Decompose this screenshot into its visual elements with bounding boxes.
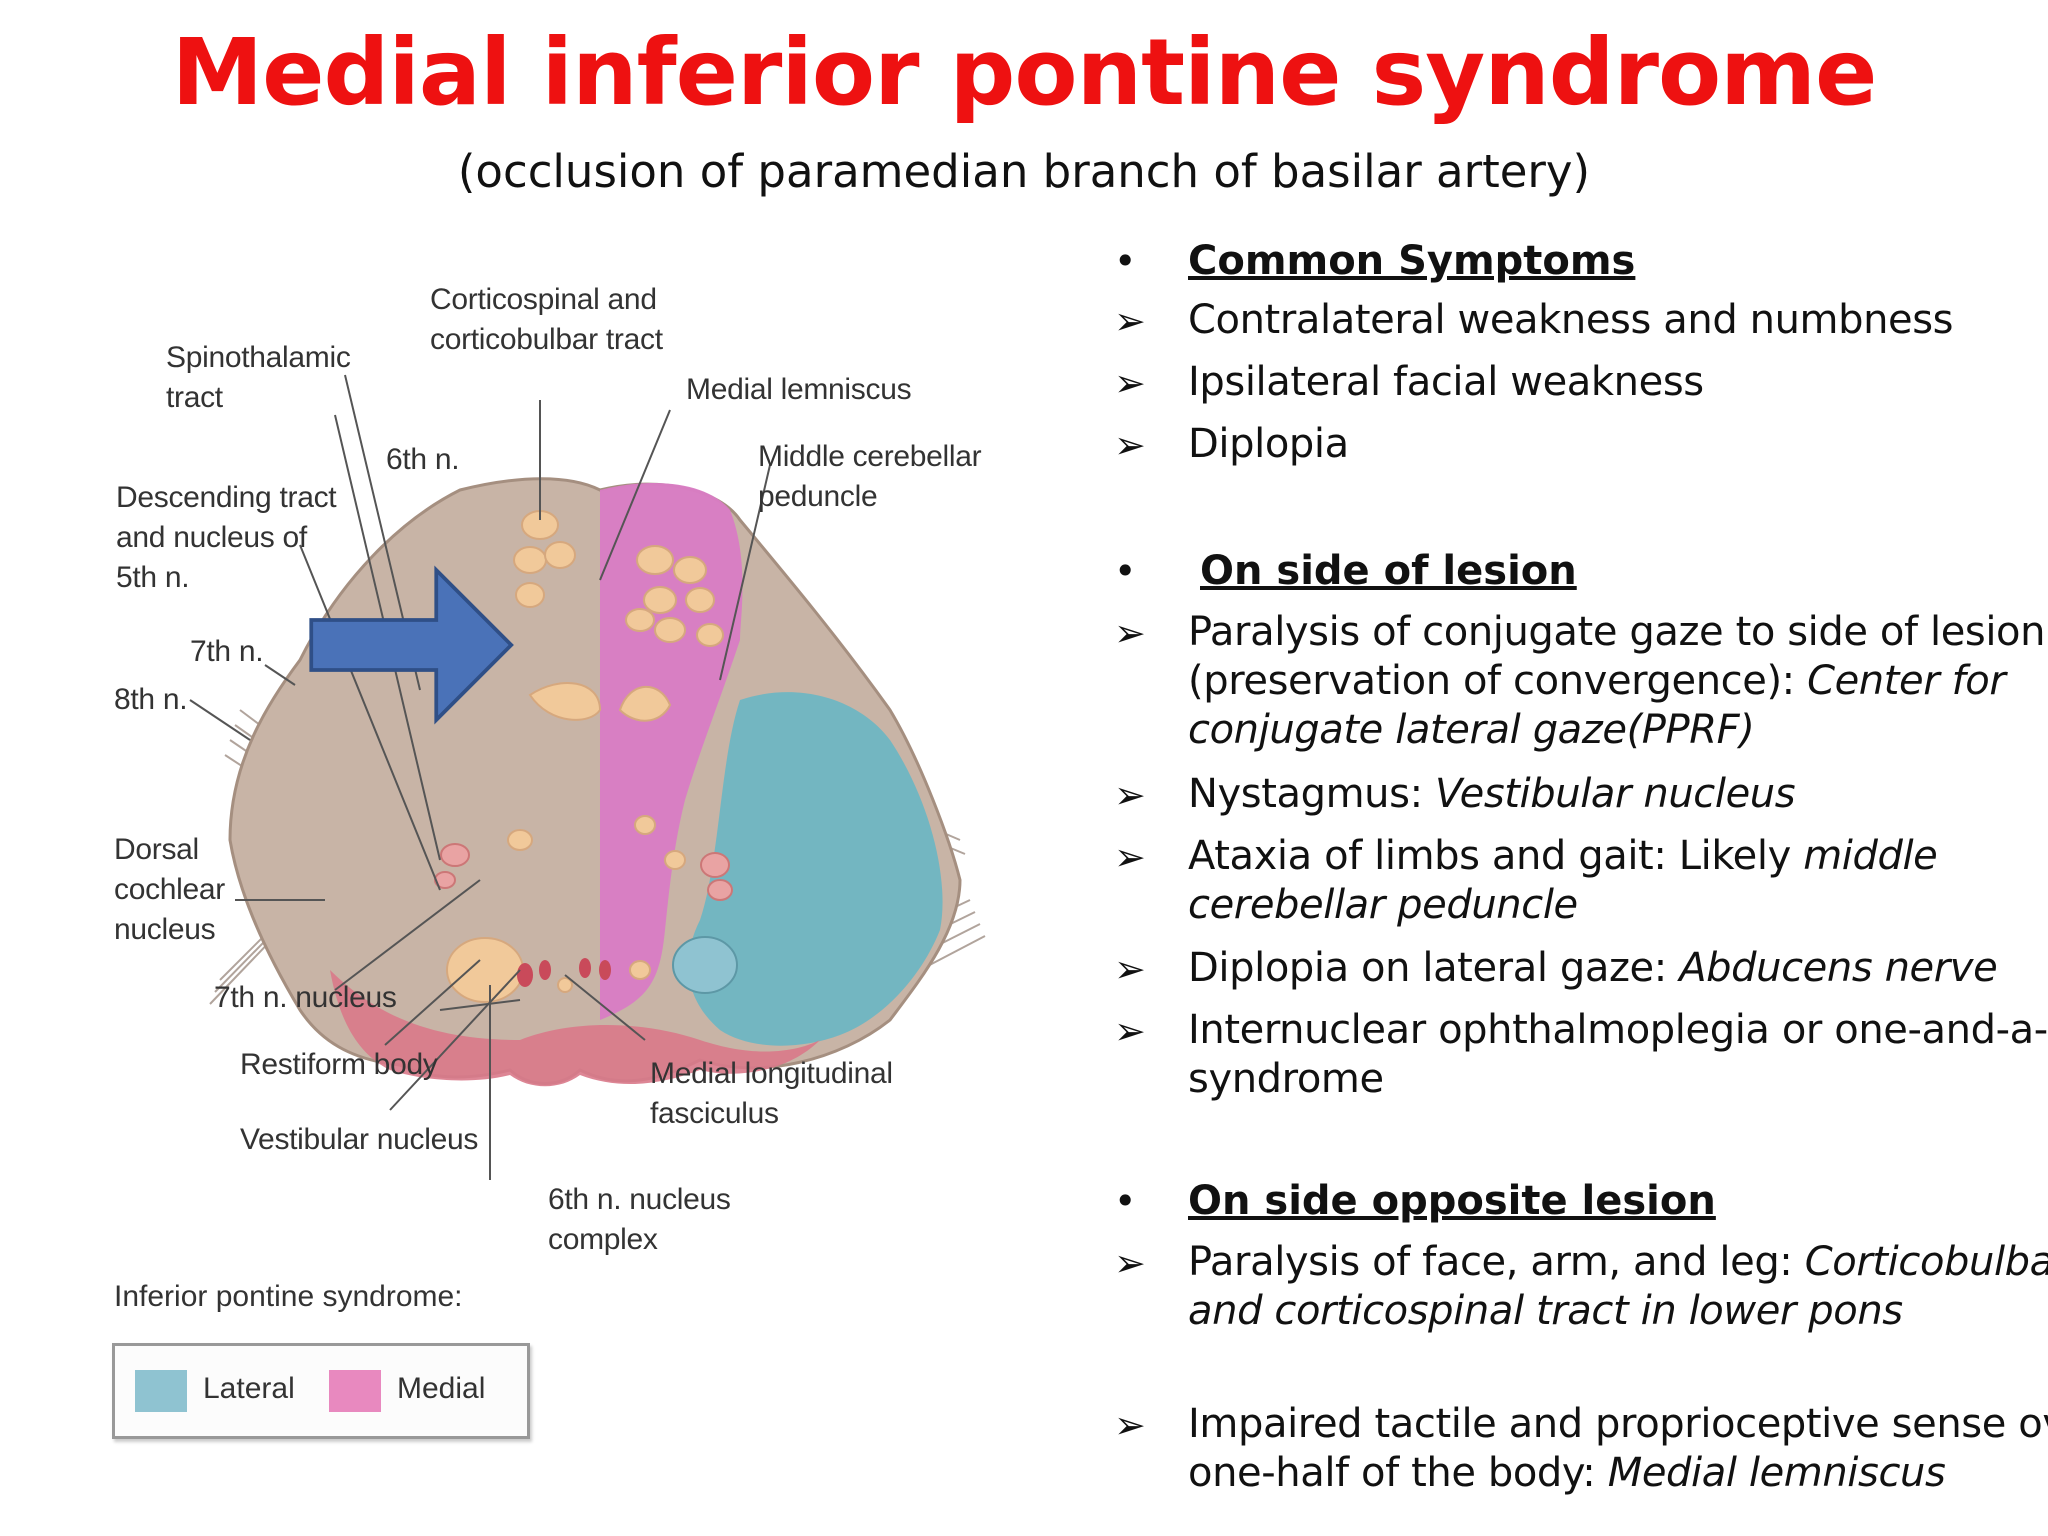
label-vestibular-nucleus: Vestibular nucleus [240, 1123, 479, 1156]
bullet-icon: • [1114, 239, 1137, 283]
legend-label-medial: Medial [397, 1372, 486, 1405]
label-8th-nerve: 8th n. [114, 683, 188, 716]
label-descending-tract-5th: Descending tract and nucleus of 5th n. [116, 481, 337, 594]
label-6th-nerve: 6th n. [386, 443, 460, 476]
arrow-bullet-icon: ➢ [1114, 423, 1146, 467]
label-middle-cerebellar-peduncle: Middle cerebellar peduncle [758, 440, 982, 513]
label-corticospinal-tract: Corticospinal and corticobulbar tract [430, 283, 663, 356]
label-medial-longitudinal-fasciculus: Medial longitudinal fasciculus [650, 1057, 893, 1130]
item-text: Paralysis of face, arm, and leg: Cortico… [1188, 1239, 2048, 1334]
legend-swatch-medial [329, 1370, 381, 1412]
section-heading: On side opposite lesion [1188, 1178, 1716, 1224]
arrow-bullet-icon: ➢ [1114, 611, 1146, 655]
slide-title: Medial inferior pontine syndrome [171, 19, 1878, 126]
item-text: Ipsilateral facial weakness [1188, 359, 1704, 405]
arrow-bullet-icon: ➢ [1114, 1403, 1146, 1447]
legend-swatch-lateral [135, 1370, 187, 1412]
label-7th-nerve-nucleus: 7th n. nucleus [214, 981, 397, 1014]
section-heading: On side of lesion [1200, 548, 1577, 594]
item-text: Paralysis of conjugate gaze to side of l… [1188, 609, 2046, 753]
section-heading: Common Symptoms [1188, 238, 1636, 284]
item-text: Ataxia of limbs and gait: Likely middle … [1188, 833, 1938, 928]
label-medial-lemniscus: Medial lemniscus [686, 373, 912, 406]
arrow-bullet-icon: ➢ [1114, 773, 1146, 817]
item-text: Impaired tactile and proprioceptive sens… [1188, 1401, 2048, 1496]
label-restiform-body: Restiform body [240, 1048, 438, 1081]
item-text: Internuclear ophthalmoplegia or one-and-… [1188, 1007, 2048, 1102]
lateral-region [688, 692, 943, 1046]
arrow-bullet-icon: ➢ [1114, 835, 1146, 879]
label-7th-nerve: 7th n. [190, 635, 264, 668]
item-text: Contralateral weakness and numbness [1188, 297, 1954, 343]
label-dorsal-cochlear-nucleus: Dorsal cochlear nucleus [114, 833, 225, 946]
label-spinothalamic-tract: Spinothalamic tract [166, 341, 351, 414]
bullet-icon: • [1114, 549, 1137, 593]
item-text: Diplopia on lateral gaze: Abducens nerve [1188, 945, 1998, 991]
arrow-bullet-icon: ➢ [1114, 361, 1146, 405]
lesion-arrow [309, 565, 514, 725]
arrow-bullet-icon: ➢ [1114, 299, 1146, 343]
arrow-bullet-icon: ➢ [1114, 1009, 1146, 1053]
label-6th-nerve-nucleus-complex: 6th n. nucleus complex [548, 1183, 731, 1256]
floor-of-fourth-ventricle [330, 970, 820, 1087]
pons-cross-section-illustration [189, 374, 986, 1180]
item-text: Diplopia [1188, 421, 1349, 467]
arrow-bullet-icon: ➢ [1114, 947, 1146, 991]
legend-title: Inferior pontine syndrome: [114, 1280, 463, 1313]
arrow-bullet-icon: ➢ [1114, 1241, 1146, 1285]
legend-label-lateral: Lateral [203, 1372, 295, 1405]
item-text: Nystagmus: Vestibular nucleus [1188, 771, 1796, 817]
pons-diagram: Corticospinal and corticobulbar tract Sp… [100, 280, 1040, 1536]
legend: Lateral Medial [112, 1343, 530, 1439]
bullet-icon: • [1114, 1179, 1137, 1223]
slide-subtitle: (occlusion of paramedian branch of basil… [457, 145, 1591, 198]
